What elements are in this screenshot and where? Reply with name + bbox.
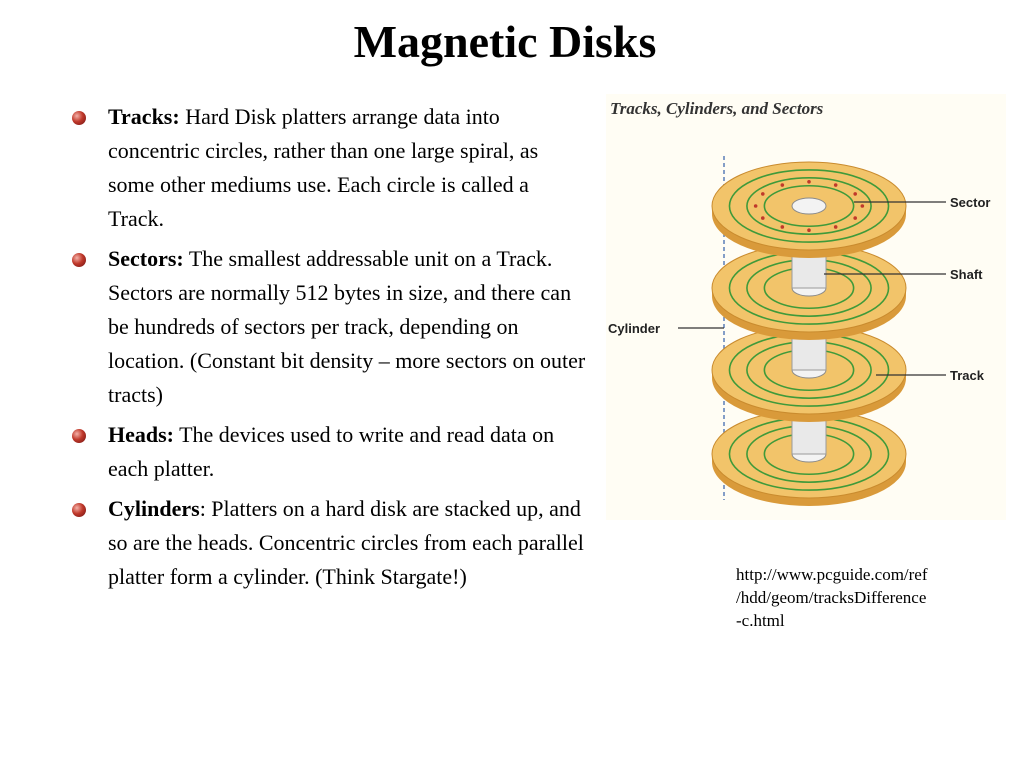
track-ring (728, 169, 890, 243)
slide-title: Magnetic Disks (353, 16, 657, 67)
bullet-cylinders: Cylinders: Platters on a hard disk are s… (70, 492, 590, 594)
bullet-icon (72, 111, 86, 125)
source-url-line[interactable]: http://www.pcguide.com/ref (736, 565, 928, 584)
bullet-icon (72, 253, 86, 267)
bullet-icon (72, 429, 86, 443)
sector-marker (753, 204, 758, 208)
disk-diagram-svg: Tracks, Cylinders, and Sectors Sector Sh… (608, 99, 990, 506)
sector-marker (860, 204, 865, 208)
bullet-tracks: Tracks: Hard Disk platters arrange data … (70, 100, 590, 236)
bullet-text: The smallest addressable unit on a Track… (108, 246, 586, 407)
track-ring (746, 177, 872, 235)
label-track: Track (950, 368, 985, 383)
figure-title: Tracks, Cylinders, and Sectors (610, 99, 824, 118)
bullet-text: Hard Disk platters arrange data into con… (108, 104, 539, 231)
sector-marker (807, 180, 811, 184)
sector-marker (807, 228, 811, 232)
sector-marker (853, 192, 858, 196)
track-ring (763, 184, 855, 228)
bullet-text: : Platters on a hard disk are stacked up… (108, 496, 584, 589)
bullet-term: Tracks: (108, 104, 180, 129)
bullet-term: Sectors: (108, 246, 184, 271)
disk-diagram: Tracks, Cylinders, and Sectors Sector Sh… (606, 94, 1006, 520)
bullet-list: Tracks: Hard Disk platters arrange data … (70, 100, 590, 600)
label-cylinder: Cylinder (608, 321, 660, 336)
bullet-term: Heads: (108, 422, 174, 447)
source-url-line[interactable]: /hdd/geom/tracksDifference (736, 588, 927, 607)
source-url-line[interactable]: -c.html (736, 611, 785, 630)
bullet-text: The devices used to write and read data … (108, 422, 555, 481)
bullet-heads: Heads: The devices used to write and rea… (70, 418, 590, 486)
bullet-icon (72, 503, 86, 517)
platter-stack (711, 161, 907, 506)
sector-marker (780, 183, 785, 187)
source-url[interactable]: http://www.pcguide.com/ref /hdd/geom/tra… (736, 563, 976, 632)
sector-marker (780, 225, 785, 229)
hub (791, 197, 827, 215)
sector-marker (760, 192, 765, 196)
sector-marker (760, 216, 765, 220)
sector-marker (833, 225, 838, 229)
bullet-term: Cylinders (108, 496, 200, 521)
bullet-sectors: Sectors: The smallest addressable unit o… (70, 242, 590, 412)
sector-marker (833, 183, 838, 187)
sector-marker (853, 216, 858, 220)
platter (711, 161, 907, 289)
label-sector: Sector (950, 195, 990, 210)
label-shaft: Shaft (950, 267, 983, 282)
